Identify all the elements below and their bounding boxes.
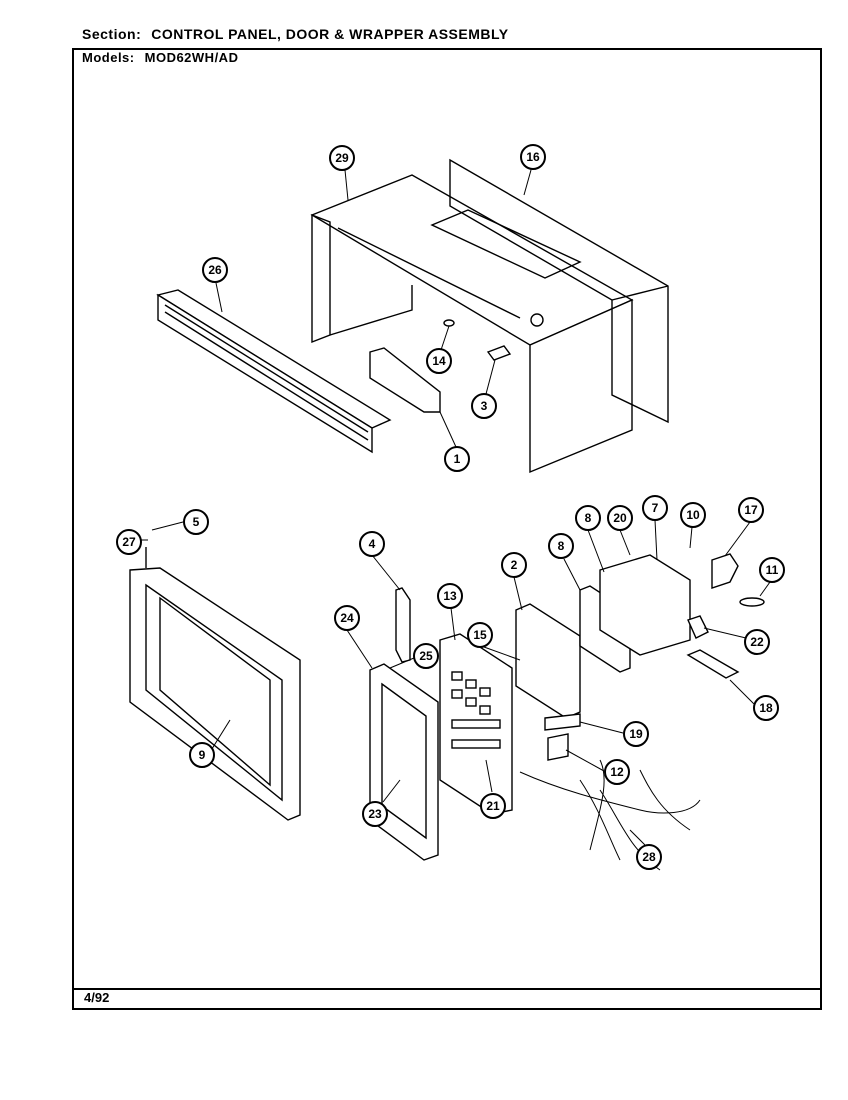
callout-28: 28 [636, 844, 662, 870]
svg-text:11: 11 [766, 563, 779, 577]
svg-text:7: 7 [652, 501, 659, 515]
svg-text:29: 29 [335, 151, 349, 165]
callout-7: 7 [642, 495, 668, 521]
svg-text:1: 1 [454, 452, 461, 466]
svg-text:3: 3 [481, 399, 488, 413]
callout-5: 5 [183, 509, 209, 535]
callout-26: 26 [202, 257, 228, 283]
callout-18: 18 [753, 695, 779, 721]
svg-text:16: 16 [526, 150, 540, 164]
callout-21: 21 [480, 793, 506, 819]
back-panel [449, 158, 669, 424]
callout-29: 29 [329, 145, 355, 171]
part-2-control-panel [515, 603, 581, 719]
callout-17: 17 [738, 497, 764, 523]
models-heading: Models: MOD62WH/AD [82, 50, 238, 65]
callout-8: 8 [575, 505, 601, 531]
part-4-hinge [395, 587, 411, 663]
svg-text:13: 13 [443, 589, 457, 603]
svg-text:9: 9 [199, 748, 206, 762]
part-14-clip [443, 319, 455, 327]
svg-text:18: 18 [759, 701, 773, 715]
callout-24: 24 [334, 605, 360, 631]
callout-25: 25 [413, 643, 439, 669]
callout-10: 10 [680, 502, 706, 528]
svg-text:2: 2 [511, 558, 518, 572]
callout-13: 13 [437, 583, 463, 609]
svg-text:28: 28 [642, 850, 656, 864]
callout-22: 22 [744, 629, 770, 655]
svg-text:8: 8 [558, 539, 565, 553]
part-19-bracket [544, 713, 581, 731]
svg-text:15: 15 [473, 628, 487, 642]
svg-text:26: 26 [208, 263, 222, 277]
grille [156, 289, 392, 454]
door-assembly [129, 547, 301, 821]
callout-2: 2 [501, 552, 527, 578]
callout-8b: 8 [548, 533, 574, 559]
section-label: Section: [82, 26, 142, 42]
svg-text:8: 8 [585, 511, 592, 525]
callout-14: 14 [426, 348, 452, 374]
touch-panel [439, 633, 513, 815]
svg-text:22: 22 [750, 635, 764, 649]
part-18-cover [686, 649, 740, 679]
callout-19: 19 [623, 721, 649, 747]
leader-lines [141, 169, 771, 846]
svg-text:23: 23 [368, 807, 382, 821]
svg-text:25: 25 [419, 649, 433, 663]
svg-text:14: 14 [432, 354, 446, 368]
callout-1: 1 [444, 446, 470, 472]
part-7-bracket [599, 554, 691, 656]
svg-text:17: 17 [744, 503, 758, 517]
door-frame [369, 663, 439, 861]
callout-16: 16 [520, 144, 546, 170]
svg-text:19: 19 [629, 727, 643, 741]
svg-text:27: 27 [122, 535, 136, 549]
svg-text:24: 24 [340, 611, 354, 625]
part-3-bracket [486, 345, 512, 361]
date-code: 4/92 [84, 990, 110, 1005]
svg-text:5: 5 [193, 515, 200, 529]
callout-20: 20 [607, 505, 633, 531]
footer-rule [72, 988, 822, 990]
section-title: CONTROL PANEL, DOOR & WRAPPER ASSEMBLY [151, 26, 509, 42]
callout-11: 11 [759, 557, 785, 583]
svg-text:21: 21 [486, 799, 500, 813]
models-value: MOD62WH/AD [144, 50, 239, 65]
part-11-fuse [739, 597, 765, 607]
svg-text:4: 4 [369, 537, 376, 551]
part-17-switch [711, 553, 739, 589]
part-22-switch [687, 615, 709, 639]
svg-text:10: 10 [686, 508, 700, 522]
callout-9: 9 [189, 742, 215, 768]
svg-text:12: 12 [610, 765, 624, 779]
part-12-relay [547, 733, 569, 761]
callout-27: 27 [116, 529, 142, 555]
callout-15: 15 [467, 622, 493, 648]
callout-12: 12 [604, 759, 630, 785]
models-label: Models: [82, 50, 135, 65]
section-heading: Section: CONTROL PANEL, DOOR & WRAPPER AS… [82, 26, 509, 42]
callout-4: 4 [359, 531, 385, 557]
callout-23: 23 [362, 801, 388, 827]
wrapper-cabinet [310, 174, 634, 474]
svg-text:20: 20 [613, 511, 627, 525]
callout-3: 3 [471, 393, 497, 419]
diagram-frame [72, 48, 822, 1010]
